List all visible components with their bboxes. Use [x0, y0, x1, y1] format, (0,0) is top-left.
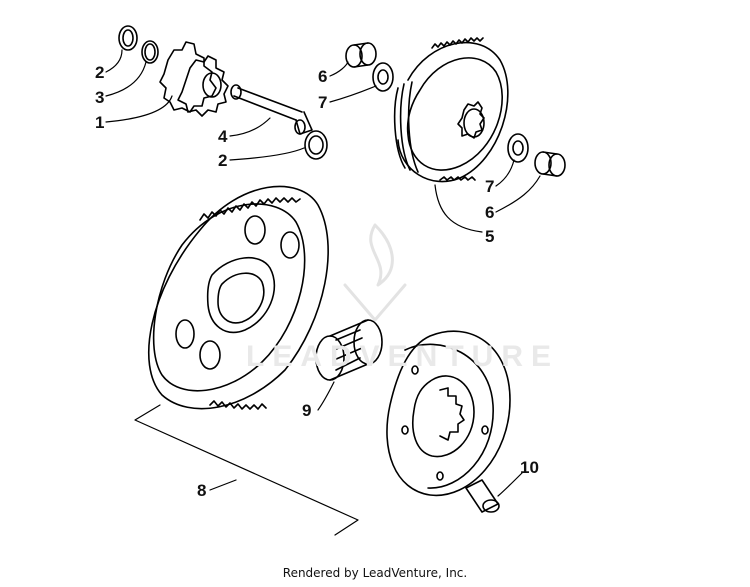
watermark-text: LEADVENTURE [246, 340, 560, 373]
clutch-housing-10 [386, 330, 511, 497]
callout-2-upper: 2 [95, 63, 105, 82]
callout-7-upper: 7 [318, 93, 328, 112]
bushing-6-upper [345, 42, 377, 68]
callout-4: 4 [218, 127, 228, 146]
snap-ring-3 [141, 40, 159, 64]
leader-lines [105, 49, 541, 497]
washer-2-top [118, 25, 138, 51]
callout-7-lower: 7 [485, 177, 495, 196]
bushing-6-lower [534, 151, 566, 177]
washer-7-upper [372, 62, 394, 92]
washer-2-lower [304, 130, 328, 160]
clutch-gear-5 [393, 37, 509, 183]
footer-credit: Rendered by LeadVenture, Inc. [282, 566, 468, 580]
callout-3: 3 [95, 88, 105, 107]
callout-1: 1 [95, 113, 105, 132]
callout-6-lower: 6 [485, 203, 495, 222]
gear-1 [159, 41, 229, 117]
callout-10: 10 [520, 458, 539, 477]
washer-7-lower [507, 133, 529, 163]
callout-5: 5 [485, 227, 495, 246]
callout-2-lower: 2 [218, 151, 228, 170]
callout-6-upper: 6 [318, 67, 328, 86]
callout-9: 9 [302, 401, 312, 420]
bracket-8 [134, 404, 359, 536]
callout-8: 8 [197, 481, 207, 500]
bolt-10 [465, 479, 500, 513]
starter-gear-8 [148, 185, 329, 410]
watermark-logo [343, 223, 407, 322]
roller-bearing-9 [315, 319, 383, 381]
shaft-4 [230, 84, 313, 135]
